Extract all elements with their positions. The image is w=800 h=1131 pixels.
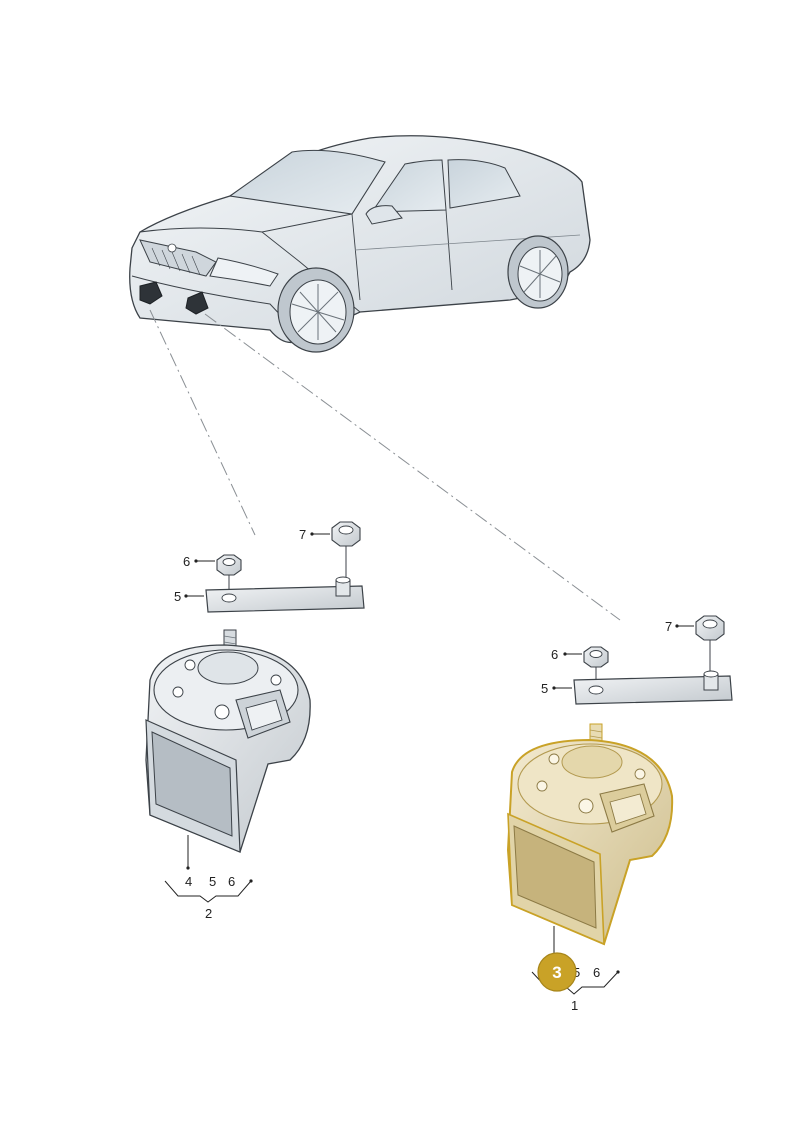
label-6-right: 6 (551, 647, 558, 662)
label-4-left: 4 (185, 874, 192, 889)
label-6b-right: 6 (593, 965, 600, 980)
right-horn-assembly: 7 6 5 (506, 615, 733, 1013)
nut-7-right (695, 615, 725, 641)
car-illustration (129, 135, 591, 353)
label-7-left: 7 (299, 527, 306, 542)
label-5-left: 5 (174, 589, 181, 604)
left-horn-assembly: 7 6 5 (145, 521, 365, 921)
label-5b-left: 5 (209, 874, 216, 889)
nut-6-right (583, 646, 609, 668)
label-1-right: 1 (571, 998, 578, 1013)
brace-left (164, 880, 252, 903)
label-7-right: 7 (665, 619, 672, 634)
guide-line-left (149, 309, 256, 536)
label-2-left: 2 (205, 906, 212, 921)
horn-right-highlighted[interactable] (506, 723, 674, 946)
nut-6-left (216, 554, 242, 576)
label-5-right: 5 (541, 681, 548, 696)
bracket-5-left (205, 576, 365, 613)
badge-number: 3 (552, 963, 561, 982)
horn-left (145, 629, 311, 853)
label-6-left: 6 (183, 554, 190, 569)
nut-7-left (331, 521, 361, 547)
label-6b-left: 6 (228, 874, 235, 889)
bracket-5-right (573, 670, 733, 705)
label-5b-right: 5 (573, 965, 580, 980)
highlight-badge[interactable]: 3 (537, 952, 577, 992)
guide-line-right (204, 313, 621, 621)
